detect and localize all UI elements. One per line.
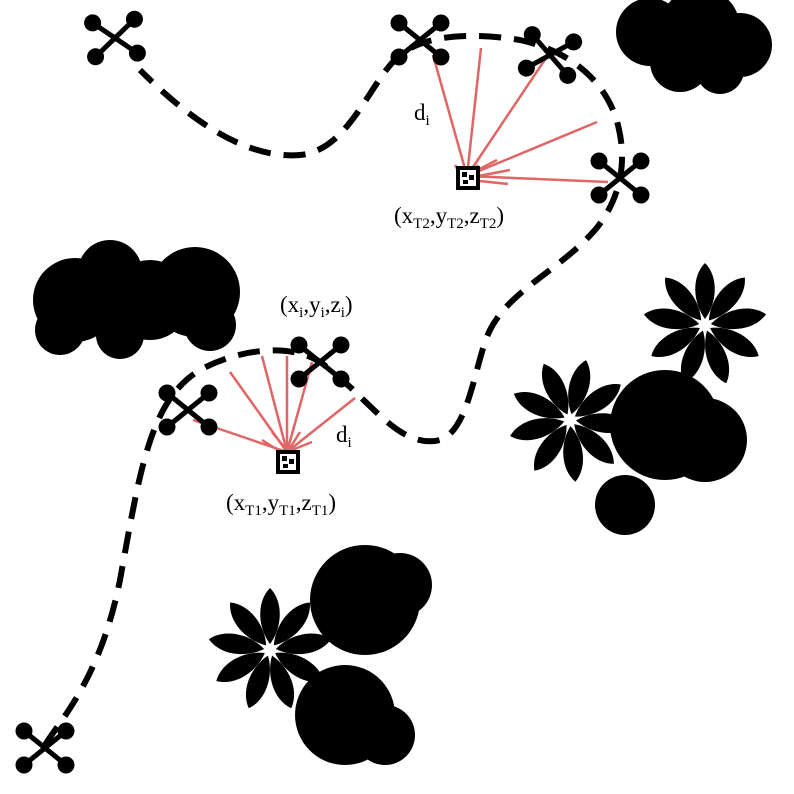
flight-path: [42, 32, 626, 747]
quadcopter-icon: [391, 15, 450, 66]
target2-coordinates-label: (xT2,yT2,zT2): [394, 203, 504, 232]
quadcopter-icon: [16, 723, 75, 774]
quadcopter-icon: [291, 337, 350, 388]
quadcopter-icon: [159, 385, 218, 436]
drone-position-label: (xi,yi,zi): [280, 292, 353, 321]
tree-right-cluster: [507, 263, 768, 535]
quadcopter-icon: [517, 25, 584, 85]
target1-coordinates-label: (xT1,yT1,zT1): [226, 490, 336, 519]
quadcopter-icon: [83, 10, 146, 66]
target-marker-t2: [456, 166, 480, 190]
distance-label-upper: di: [414, 100, 430, 129]
vegetation-group: [33, 0, 772, 765]
range-lines-target1: [192, 355, 356, 454]
bush-top-right: [616, 0, 772, 94]
target-marker-t1: [276, 450, 300, 474]
distance-label-lower: di: [336, 422, 352, 451]
bush-left: [33, 240, 240, 359]
tree-bottom-cluster: [207, 545, 432, 765]
